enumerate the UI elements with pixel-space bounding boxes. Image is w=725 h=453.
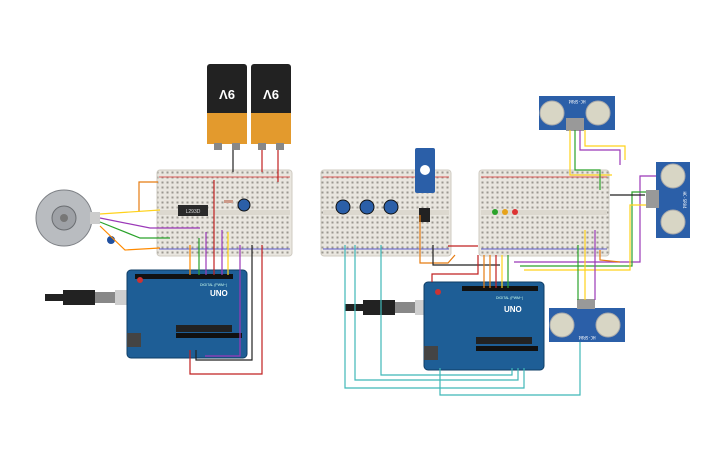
ultrasonic-sensor-right: HC-SR04: [646, 162, 690, 238]
transistor: [419, 208, 430, 222]
wires-right: [344, 130, 656, 396]
sensor-bottom-label: HC-SR04: [578, 335, 595, 340]
led-green: [492, 209, 498, 215]
resistor: [224, 200, 233, 203]
motor-driver-chip: L293D: [178, 205, 208, 216]
led-red: [512, 209, 518, 215]
usb-cable-right: [345, 300, 437, 315]
usb-cable-left: [45, 290, 137, 305]
dc-motor: [35, 189, 115, 247]
breadboard-right: [478, 169, 610, 257]
chip-label: L293D: [186, 209, 201, 215]
arduino-right: UNO DIGITAL (PWM~): [423, 281, 545, 371]
battery-left: 9V: [207, 64, 247, 150]
breadboard-left: [156, 169, 293, 257]
arduino-left-subtitle: DIGITAL (PWM~): [200, 283, 227, 287]
sensor-right-label: HC-SR04: [682, 192, 687, 209]
ultrasonic-sensor-top: HC-SR04: [539, 96, 615, 131]
arduino-left-brand: UNO: [210, 289, 228, 298]
potentiometer-3: [383, 199, 399, 215]
potentiometer-1: [335, 199, 351, 215]
arduino-right-brand: UNO: [504, 305, 522, 314]
ultrasonic-sensor-bottom: HC-SR04: [549, 299, 625, 342]
arduino-right-subtitle: DIGITAL (PWM~): [496, 296, 523, 300]
servo-motor: [415, 148, 435, 222]
potentiometer-2: [359, 199, 375, 215]
sensor-top-label: HC-SR04: [568, 99, 585, 104]
led-yellow: [502, 209, 508, 215]
wires-left: [99, 150, 279, 375]
battery-left-label: 9V: [219, 87, 235, 102]
potentiometer-left: [237, 198, 251, 212]
arduino-left: UNO DIGITAL (PWM~): [126, 269, 248, 359]
battery-right: 9V: [251, 64, 291, 150]
battery-right-label: 9V: [263, 87, 279, 102]
